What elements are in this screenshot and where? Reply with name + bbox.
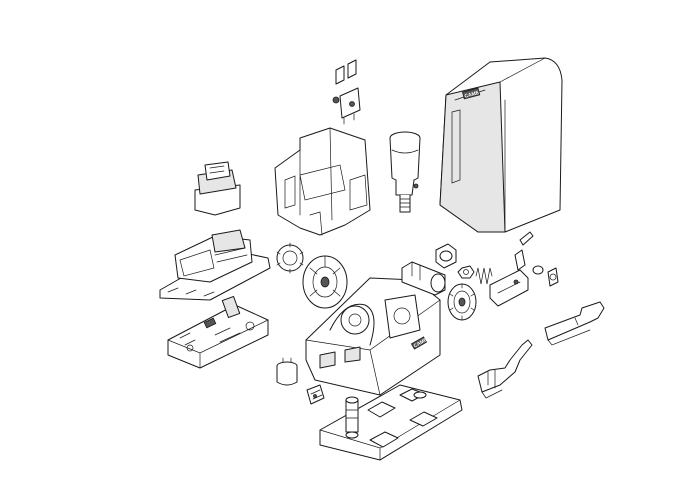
drive-gear bbox=[447, 283, 477, 321]
motor bbox=[389, 131, 421, 213]
control-board-housing bbox=[159, 229, 271, 301]
transformer bbox=[194, 161, 241, 216]
release-lever bbox=[435, 243, 529, 307]
connector-clip bbox=[306, 384, 325, 405]
lock-cylinder bbox=[514, 231, 559, 287]
control-board bbox=[167, 295, 269, 369]
gearbox-housing: CAME bbox=[305, 277, 441, 396]
cover: CAME bbox=[439, 57, 563, 233]
cover-brand-label: CAME bbox=[464, 90, 480, 100]
encoder-cap bbox=[276, 357, 298, 386]
limit-switch-bracket-small bbox=[544, 301, 605, 346]
worm-wheel bbox=[302, 255, 348, 309]
base-plate bbox=[319, 384, 463, 461]
spring bbox=[475, 267, 493, 285]
nut bbox=[457, 265, 475, 279]
pinion-gear bbox=[276, 242, 304, 274]
terminal-connectors bbox=[332, 59, 361, 125]
chassis-bracket bbox=[274, 127, 371, 236]
drive-shaft bbox=[401, 261, 446, 296]
limit-switch-bracket-large bbox=[477, 339, 533, 399]
